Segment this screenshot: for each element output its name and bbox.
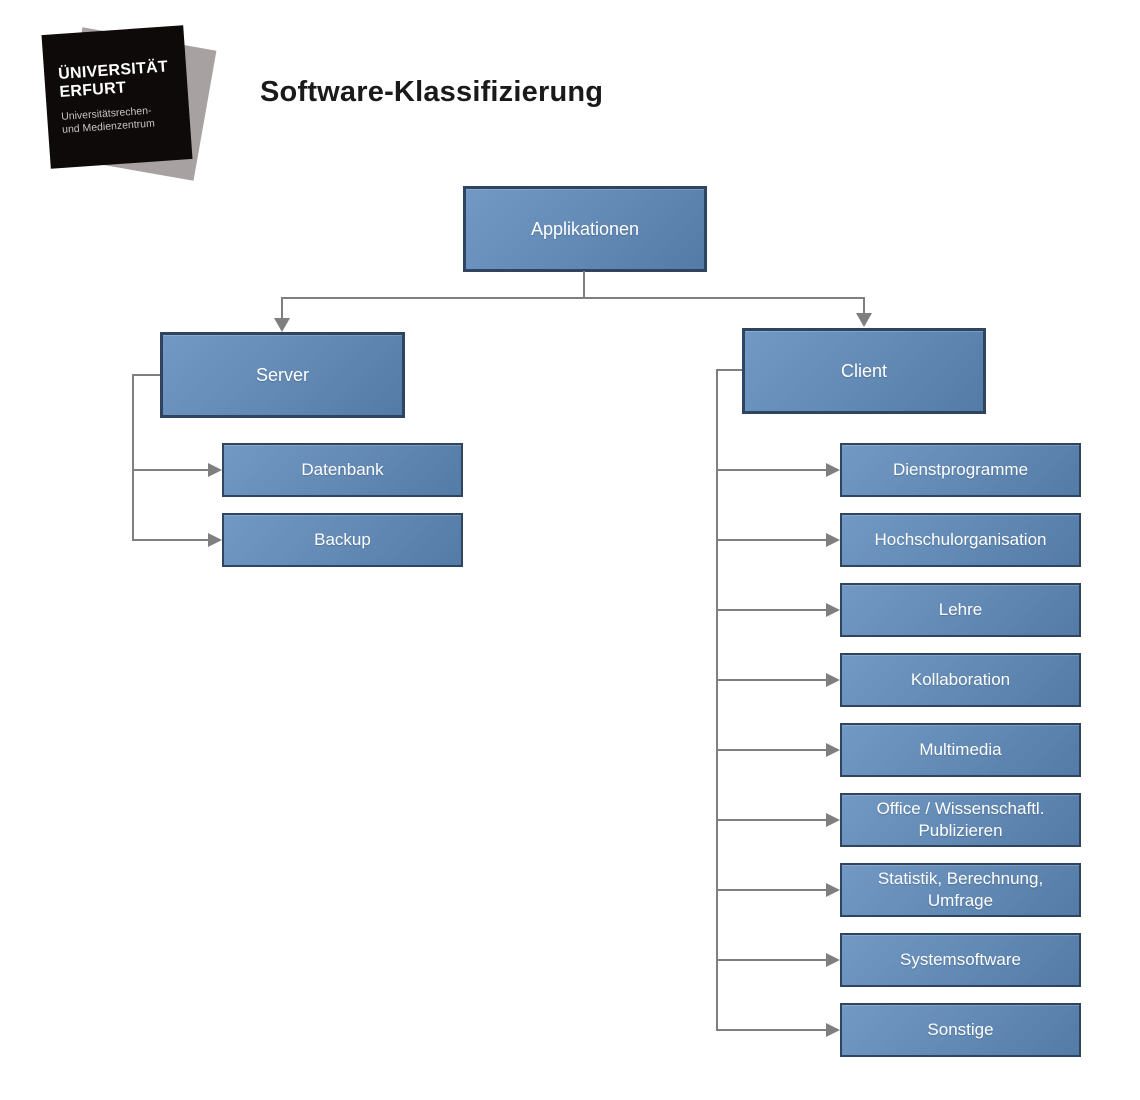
connector-to-office [716, 819, 827, 821]
connector-to-hochschulorganisation [716, 539, 827, 541]
connector-to-lehre [716, 609, 827, 611]
node-dienstprogramme: Dienstprogramme [840, 443, 1081, 497]
connector-to-datenbank [132, 469, 209, 471]
connector-to-kollaboration [716, 679, 827, 681]
node-server: Server [160, 332, 405, 418]
university-logo: ÜNIVERSITÄT ERFURT Universitätsrechen- u… [40, 25, 230, 186]
connector-to-backup [132, 539, 209, 541]
connector-to-statistik [716, 889, 827, 891]
connector-to-multimedia [716, 749, 827, 751]
arrow-right-statistik-icon [826, 883, 840, 897]
arrow-right-multimedia-icon [826, 743, 840, 757]
connector-server-stub [133, 374, 160, 376]
connector-client-stub [717, 369, 742, 371]
connector-drop-client [863, 297, 865, 314]
arrow-right-sonstige-icon [826, 1023, 840, 1037]
arrow-right-dienstprogramme-icon [826, 463, 840, 477]
logo-department: Universitätsrechen- und Medienzentrum [61, 102, 191, 138]
page-title: Software-Klassifizierung [260, 76, 604, 108]
connector-drop-server [281, 297, 283, 319]
connector-to-dienstprogramme [716, 469, 827, 471]
node-applikationen: Applikationen [463, 186, 707, 272]
arrow-right-office-icon [826, 813, 840, 827]
node-statistik-berechnung-umfrage: Statistik, Berechnung, Umfrage [840, 863, 1081, 917]
arrow-right-systemsoftware-icon [826, 953, 840, 967]
connector-to-sonstige [716, 1029, 827, 1031]
arrow-down-client-icon [856, 313, 872, 327]
arrow-right-kollaboration-icon [826, 673, 840, 687]
node-systemsoftware: Systemsoftware [840, 933, 1081, 987]
connector-to-systemsoftware [716, 959, 827, 961]
connector-bus [281, 297, 865, 299]
node-datenbank: Datenbank [222, 443, 463, 497]
node-kollaboration: Kollaboration [840, 653, 1081, 707]
arrow-down-server-icon [274, 318, 290, 332]
arrow-right-hochschulorganisation-icon [826, 533, 840, 547]
arrow-right-datenbank-icon [208, 463, 222, 477]
node-lehre: Lehre [840, 583, 1081, 637]
node-backup: Backup [222, 513, 463, 567]
node-office-wissenschaftl-publizieren: Office / Wissenschaftl. Publizieren [840, 793, 1081, 847]
connector-server-spine [132, 374, 134, 541]
arrow-right-backup-icon [208, 533, 222, 547]
node-client: Client [742, 328, 986, 414]
connector-root-drop [583, 271, 585, 299]
node-hochschulorganisation: Hochschulorganisation [840, 513, 1081, 567]
logo-black-square: ÜNIVERSITÄT ERFURT Universitätsrechen- u… [41, 25, 193, 169]
connector-client-spine [716, 369, 718, 1031]
node-multimedia: Multimedia [840, 723, 1081, 777]
logo-university-name: ÜNIVERSITÄT ERFURT [58, 57, 188, 102]
node-sonstige: Sonstige [840, 1003, 1081, 1057]
arrow-right-lehre-icon [826, 603, 840, 617]
